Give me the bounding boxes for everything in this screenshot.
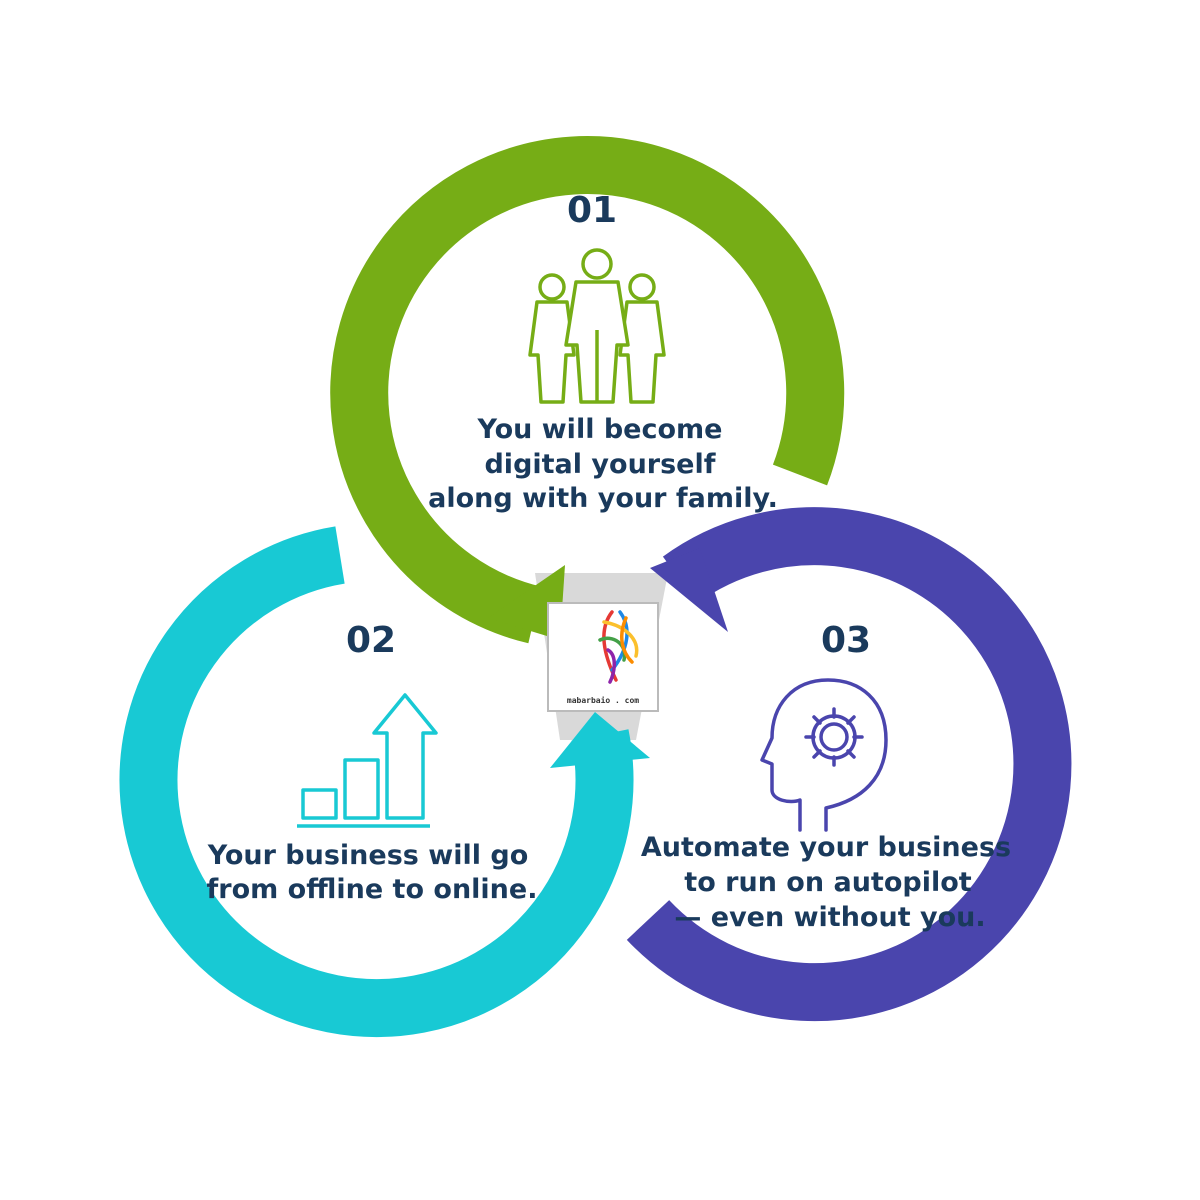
growth-chart-icon	[297, 693, 438, 828]
step-01-number: 01	[567, 190, 617, 231]
step-02-line-1: Your business will go	[207, 840, 529, 871]
step-03-number: 03	[821, 620, 871, 661]
logo-icon	[598, 610, 639, 684]
arrow-head-01	[488, 565, 565, 640]
arrow-head-03	[650, 548, 728, 632]
step-01: 01 You will become digital yourself alon…	[428, 190, 778, 514]
center-logo: mabarbaio . com	[547, 602, 659, 712]
step-02-line-2: from offline to online.	[207, 874, 538, 905]
step-02-number: 02	[346, 620, 396, 661]
step-01-line-2: digital yourself	[484, 449, 715, 480]
ring-02	[119, 526, 650, 1038]
step-03: 03 Automate your business to run on auto…	[641, 620, 1011, 933]
ring-01	[330, 136, 845, 644]
arrow-head-02	[550, 712, 650, 768]
step-03-line-2: to run on autopilot	[684, 867, 971, 898]
step-03-line-3: — even without you.	[674, 902, 985, 933]
logo-text: mabarbaio . com	[567, 695, 639, 705]
family-icon	[528, 248, 666, 404]
step-01-line-3: along with your family.	[428, 483, 778, 514]
step-02: 02 Your business will go from offline to…	[207, 620, 538, 905]
step-03-line-1: Automate your business	[641, 832, 1011, 863]
head-gear-icon	[760, 678, 888, 832]
ring-03	[626, 507, 1072, 1022]
step-01-line-1: You will become	[477, 414, 723, 445]
